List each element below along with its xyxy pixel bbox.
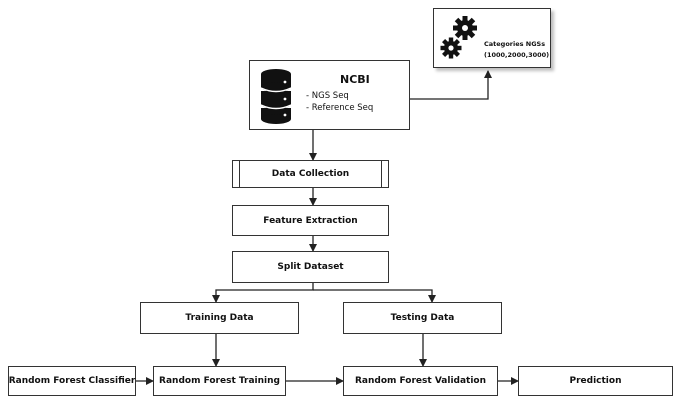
prediction-label: Prediction	[569, 376, 622, 386]
data-collection-box: Data Collection	[232, 160, 389, 188]
testing-data-label: Testing Data	[390, 313, 455, 323]
ncbi-item-reference: - Reference Seq	[306, 103, 374, 113]
training-data-label: Training Data	[185, 313, 254, 323]
ncbi-source-box: NCBI - NGS Seq - Reference Seq	[249, 60, 410, 130]
rf-validation-box: Random Forest Validation	[343, 366, 498, 396]
rf-training-box: Random Forest Training	[153, 366, 286, 396]
ncbi-item-ngs: - NGS Seq	[306, 91, 349, 101]
ncbi-title: NCBI	[340, 73, 370, 86]
arrow-split-to-testing	[313, 289, 436, 303]
testing-data-box: Testing Data	[343, 302, 502, 334]
training-data-box: Training Data	[140, 302, 299, 334]
categories-label-line1: Categories NGSs	[484, 40, 546, 48]
process-bar-left	[239, 161, 240, 187]
rf-training-label: Random Forest Training	[159, 376, 280, 386]
process-bar-right	[381, 161, 382, 187]
database-icon	[260, 69, 292, 124]
feature-extraction-label: Feature Extraction	[263, 215, 358, 226]
split-dataset-label: Split Dataset	[277, 262, 344, 272]
prediction-box: Prediction	[518, 366, 673, 396]
rf-validation-label: Random Forest Validation	[354, 376, 487, 386]
categories-label-line2: (1000,2000,3000)	[484, 51, 550, 59]
rf-classifier-label: Random Forest Classifier	[8, 376, 136, 386]
feature-extraction-box: Feature Extraction	[232, 205, 389, 236]
arrow-ncbi-to-categories	[410, 70, 492, 100]
categories-box: Categories NGSs (1000,2000,3000)	[433, 8, 551, 68]
rf-classifier-box: Random Forest Classifier	[8, 366, 136, 396]
arrow-split-to-training	[212, 283, 314, 303]
split-dataset-box: Split Dataset	[232, 251, 389, 283]
categories-label: Categories NGSs (1000,2000,3000)	[484, 39, 549, 61]
gears-icon	[440, 16, 477, 59]
data-collection-label: Data Collection	[271, 169, 350, 179]
